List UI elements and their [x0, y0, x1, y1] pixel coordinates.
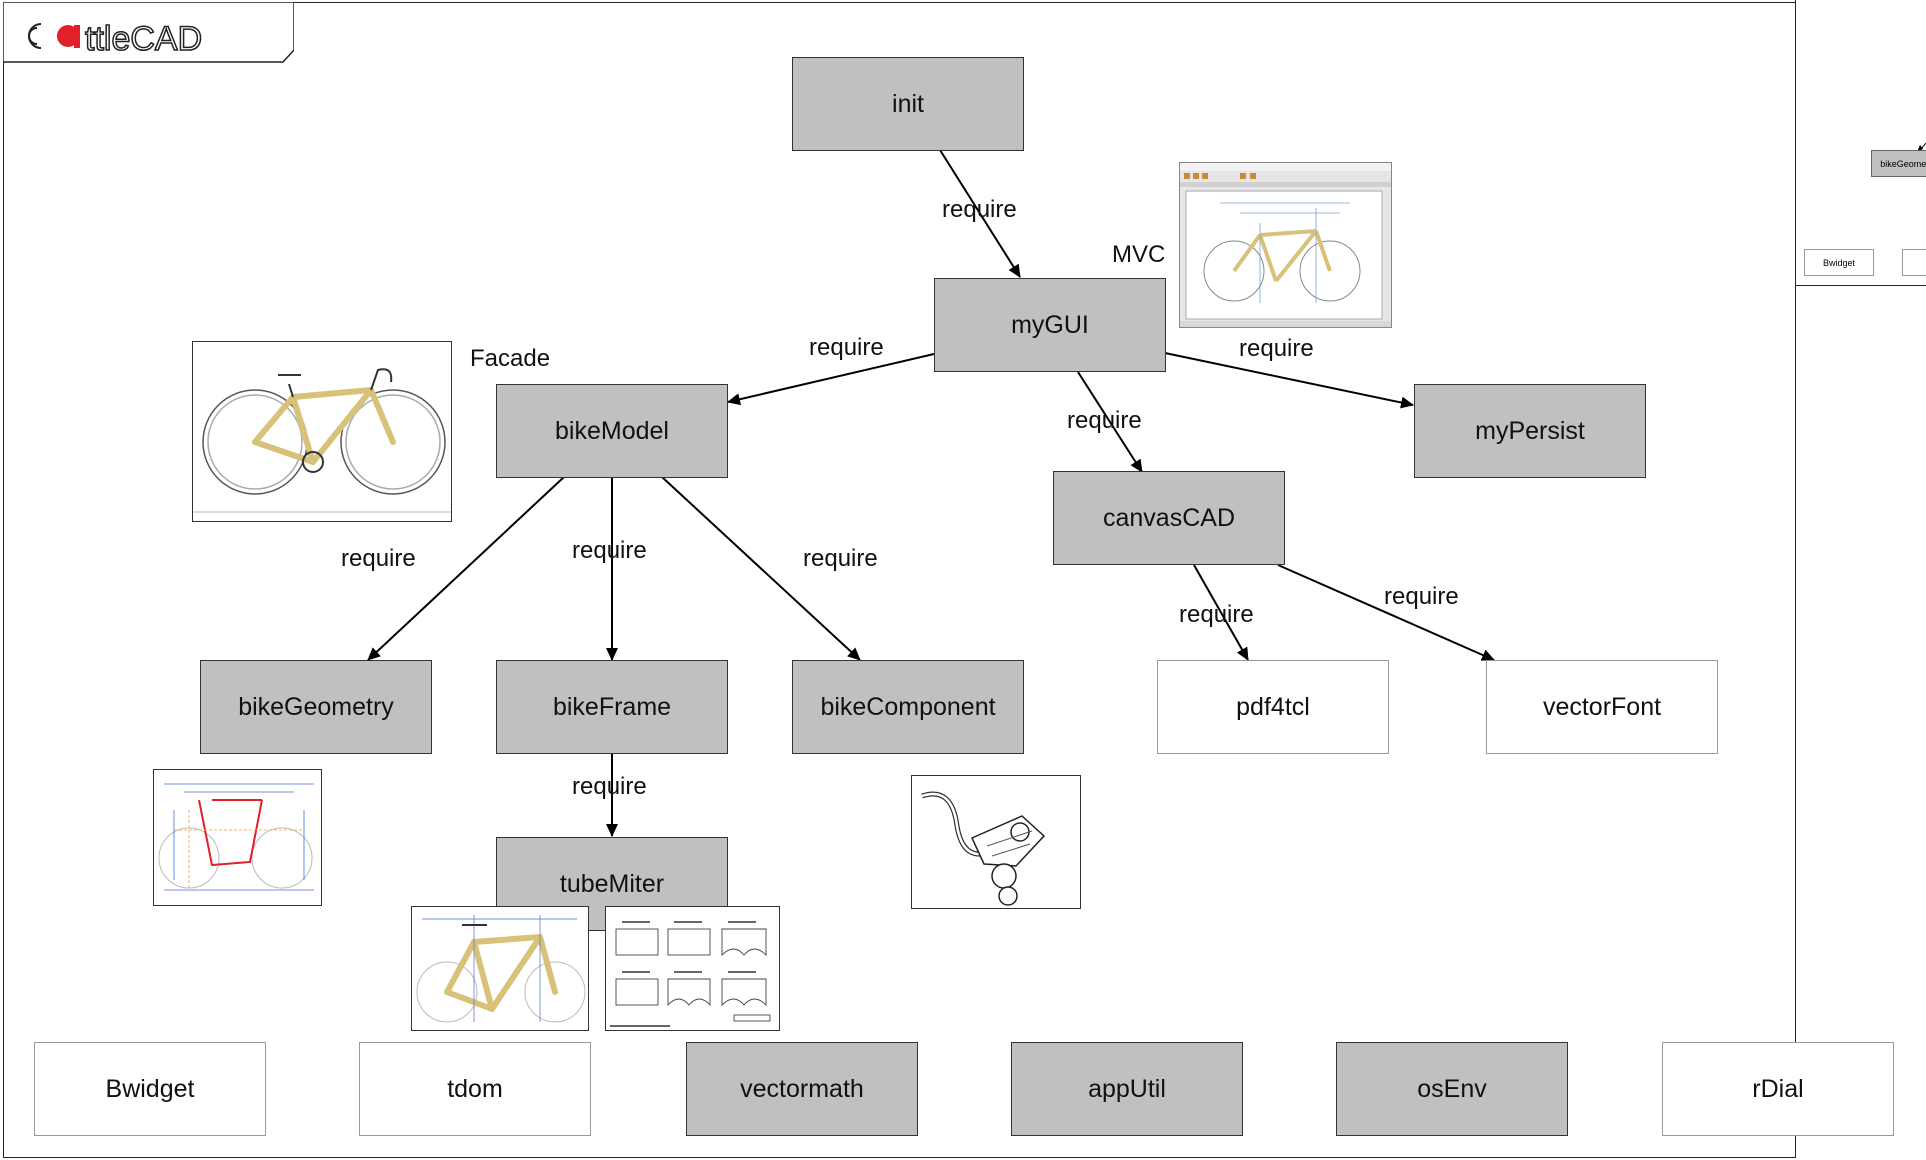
node-bikegeometry[interactable]: bikeGeometry: [200, 660, 432, 754]
gui-screenshot-thumbnail: [1179, 162, 1392, 328]
minimap-overview[interactable]: bikeGeometr Bwidget: [1795, 0, 1926, 286]
edge-mygui-bikemodel: [727, 353, 935, 406]
node-mypersist[interactable]: myPersist: [1414, 384, 1646, 478]
node-vectorfont[interactable]: vectorFont: [1486, 660, 1718, 754]
node-init[interactable]: init: [792, 57, 1024, 151]
derailleur-drawing-thumbnail: [911, 775, 1081, 909]
edge-bikemodel-bikegeometry: [367, 476, 565, 661]
node-mygui[interactable]: myGUI: [934, 278, 1166, 372]
frame-drawing-thumbnail: [411, 906, 589, 1031]
facade-annotation: Facade: [470, 345, 551, 372]
edge-init-mygui: [939, 149, 1021, 278]
minimap-node-bwidget: Bwidget: [1804, 249, 1874, 276]
node-canvascad[interactable]: canvasCAD: [1053, 471, 1285, 565]
edge-label-bikemodel-bikeframe: require: [572, 537, 647, 564]
node-bikecomponent[interactable]: bikeComponent: [792, 660, 1024, 754]
edge-label-canvascad-vectorfont: require: [1384, 583, 1459, 610]
diagram-frame: [3, 2, 1796, 1158]
minimap-node-partial: [1902, 249, 1926, 276]
node-rdial[interactable]: rDial: [1662, 1042, 1894, 1136]
node-bikeframe[interactable]: bikeFrame: [496, 660, 728, 754]
edge-canvascad-vectorfont: [1277, 564, 1495, 661]
node-osenv[interactable]: osEnv: [1336, 1042, 1568, 1136]
node-apputil[interactable]: appUtil: [1011, 1042, 1243, 1136]
node-pdf4tcl[interactable]: pdf4tcl: [1157, 660, 1389, 754]
node-bwidget[interactable]: Bwidget: [34, 1042, 266, 1136]
edge-label-bikemodel-bikegeometry: require: [341, 545, 416, 572]
edge-label-mygui-mypersist: require: [1239, 335, 1314, 362]
edge-mygui-canvascad: [1077, 371, 1143, 473]
cattlecad-logo: ttleCAD: [3, 2, 294, 63]
edge-canvascad-pdf4tcl: [1193, 564, 1249, 661]
edge-mygui-mypersist: [1164, 352, 1414, 409]
tubemiter-templates-thumbnail: [605, 906, 780, 1031]
geometry-drawing-thumbnail: [153, 769, 322, 906]
node-vectormath[interactable]: vectormath: [686, 1042, 918, 1136]
svg-text:ttleCAD: ttleCAD: [85, 20, 202, 58]
edge-bikemodel-bikecomponent: [661, 476, 861, 661]
edge-label-bikemodel-bikecomponent: require: [803, 545, 878, 572]
minimap-node-bikegeometry: bikeGeometr: [1871, 150, 1926, 177]
bike-illustration-thumbnail: [192, 341, 452, 522]
edge-label-init-mygui: require: [942, 196, 1017, 223]
node-tdom[interactable]: tdom: [359, 1042, 591, 1136]
node-bikemodel[interactable]: bikeModel: [496, 384, 728, 478]
edge-label-bikeframe-tubemiter: require: [572, 773, 647, 800]
edge-label-canvascad-pdf4tcl: require: [1179, 601, 1254, 628]
edge-label-mygui-bikemodel: require: [809, 334, 884, 361]
edge-label-mygui-canvascad: require: [1067, 407, 1142, 434]
mvc-annotation: MVC: [1112, 241, 1166, 268]
